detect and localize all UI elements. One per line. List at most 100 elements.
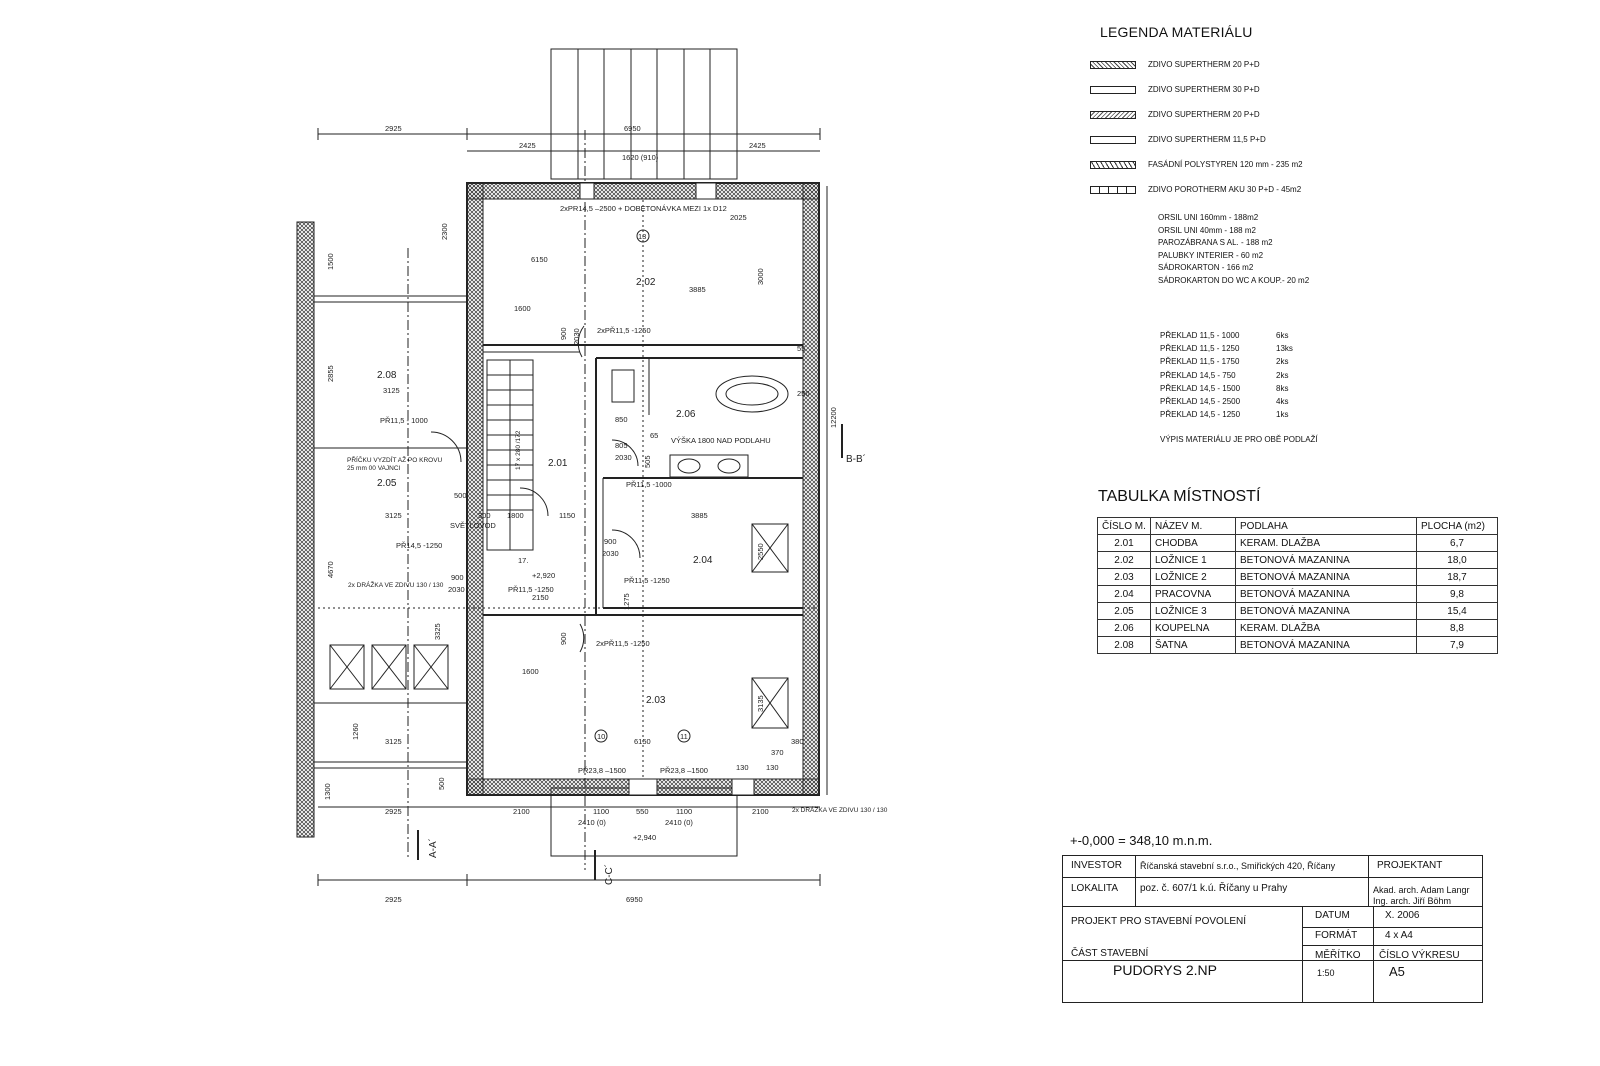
dim-text: 550 xyxy=(636,807,649,816)
material-item: PALUBKY INTERIER - 60 m2 xyxy=(1158,250,1264,260)
dim-text: 2855 xyxy=(326,365,335,382)
format-value: 4 x A4 xyxy=(1385,930,1413,941)
dim-text: 1150 xyxy=(559,511,575,520)
lokalita-value: poz. č. 607/1 k.ú. Říčany u Prahy xyxy=(1140,883,1288,894)
swatch-icon xyxy=(1090,110,1136,119)
dim-text: 2025 xyxy=(730,213,747,222)
level-mark: +2,920 xyxy=(532,571,555,580)
table-header-row: ČÍSLO M. NÁZEV M. PODLAHA PLOCHA (m2) xyxy=(1097,517,1498,535)
dim-text: 2100 xyxy=(513,807,530,816)
meritko-value: 1:50 xyxy=(1317,968,1335,978)
note-lintel: PŘ23,8 –1500 xyxy=(660,766,708,775)
dim-text: 2925 xyxy=(385,124,402,133)
note-text: PŘÍČKU VYZDÍT AŽ PO KROVU xyxy=(347,455,443,464)
col-header: ČÍSLO M. xyxy=(1097,517,1151,535)
dim-text: 2150 xyxy=(532,593,549,602)
room-2-03: 2.03 xyxy=(646,695,666,706)
legend-label: FASÁDNÍ POLYSTYREN 120 mm - 235 m2 xyxy=(1148,160,1303,169)
datum-value: X. 2006 xyxy=(1385,910,1420,921)
material-item: ORSIL UNI 40mm - 188 m2 xyxy=(1158,225,1256,235)
legend-item: ZDIVO POROTHERM AKU 30 P+D - 45m2 xyxy=(1090,177,1560,202)
room-2-01: 2.01 xyxy=(548,458,568,469)
dim-text: 55 xyxy=(797,344,805,353)
materials-list: ORSIL UNI 160mm - 188m2 ORSIL UNI 40mm -… xyxy=(1158,212,1560,287)
swatch-icon xyxy=(1090,185,1136,194)
title-block: INVESTOR Říčanská stavební s.r.o., Smiři… xyxy=(1062,855,1483,1003)
dim-text: 3885 xyxy=(689,285,706,294)
legend-label: ZDIVO SUPERTHERM 20 P+D xyxy=(1148,60,1260,69)
note-lintel: 2xPŘ11,5 -1250 xyxy=(597,326,651,335)
dim-text: 4670 xyxy=(326,561,335,578)
lokalita-label: LOKALITA xyxy=(1071,883,1119,894)
dim-text: 900 xyxy=(451,573,464,582)
dim-text: 3135 xyxy=(756,695,765,712)
room-2-05: 2.05 xyxy=(377,478,397,489)
legend-label: ZDIVO SUPERTHERM 20 P+D xyxy=(1148,110,1260,119)
room-2-02: 2.02 xyxy=(636,277,656,288)
dim-text: 1500 xyxy=(326,253,335,270)
dim-text: 1620 (910) xyxy=(622,153,659,162)
material-item: ORSIL UNI 160mm - 188m2 xyxy=(1158,213,1259,222)
materials-note: VÝPIS MATERIÁLU JE PRO OBĚ PODLAŽÍ xyxy=(1160,435,1318,445)
legend-item: ZDIVO SUPERTHERM 20 P+D xyxy=(1090,52,1560,77)
dim-text: 2300 xyxy=(440,223,449,240)
dim-text: 3885 xyxy=(691,511,708,520)
dim-text: 380 xyxy=(791,737,804,746)
dim-text: 1100 xyxy=(676,807,692,816)
legend-label: ZDIVO SUPERTHERM 11,5 P+D xyxy=(1148,135,1266,144)
swatch-icon xyxy=(1090,160,1136,169)
room-2-06: 2.06 xyxy=(676,409,696,420)
col-header: NÁZEV M. xyxy=(1150,517,1236,535)
swatch-icon xyxy=(1090,60,1136,69)
dim-text: 900 xyxy=(604,537,617,546)
section-label-b: B-B´ xyxy=(846,453,866,465)
dim-text: 130 xyxy=(736,763,749,772)
dim-text: 505 xyxy=(643,455,652,468)
dim-text: 2030 xyxy=(615,453,632,462)
section-label-a: A-A´ xyxy=(427,838,439,858)
note-text: VÝŠKA 1800 NAD PODLAHU xyxy=(671,436,771,445)
dim-text: 370 xyxy=(771,748,784,757)
cislo-label: ČÍSLO VÝKRESU xyxy=(1379,950,1460,961)
legend-item: FASÁDNÍ POLYSTYREN 120 mm - 235 m2 xyxy=(1090,152,1560,177)
dim-text: 500 xyxy=(437,777,446,790)
dim-text: 3125 xyxy=(385,737,402,746)
legend-item: ZDIVO SUPERTHERM 11,5 P+D xyxy=(1090,127,1560,152)
dim-text: 805 xyxy=(615,441,628,450)
legend-item: ZDIVO SUPERTHERM 30 P+D xyxy=(1090,77,1560,102)
dim-text: 2030 xyxy=(572,328,581,345)
note-lintel: 2xPŘ11,5 -1250 xyxy=(596,639,650,648)
material-item: SÁDROKARTON DO WC A KOUP.- 20 m2 xyxy=(1158,275,1310,285)
note-lintel: PŘ11,5 - 1000 xyxy=(380,416,428,425)
dim-text: 6950 xyxy=(624,124,641,133)
room-2-08: 2.08 xyxy=(377,370,397,381)
note-text: 17. xyxy=(518,556,528,565)
dim-text: 3325 xyxy=(433,623,442,640)
material-item: PAROZÁBRANA S AL. - 188 m2 xyxy=(1158,238,1273,247)
dim-text: 2410 (0) xyxy=(578,818,606,827)
note-lintel: PŘ11,5 -1250 xyxy=(624,576,670,585)
note-text: 2x DRÁŽKA VE ZDIVU 130 / 130 xyxy=(792,805,888,814)
elevation-note: +-0,000 = 348,10 m.n.m. xyxy=(1070,833,1213,848)
dim-text: 3000 xyxy=(756,268,765,285)
swatch-icon xyxy=(1090,85,1136,94)
note-lintel: 2xPR14,5 –2500 + DOBETONÁVKA MEZI 1x D12 xyxy=(560,204,727,213)
dim-text: 6950 xyxy=(626,895,643,904)
section-label-c: C-C´ xyxy=(603,864,615,885)
dim-text: 2030 xyxy=(602,549,619,558)
dim-text: 2100 xyxy=(752,807,769,816)
architect-1: Akad. arch. Adam Langr xyxy=(1373,885,1470,895)
dim-text: 6150 xyxy=(531,255,548,264)
architect-2: Ing. arch. Jiří Böhm xyxy=(1373,896,1452,906)
